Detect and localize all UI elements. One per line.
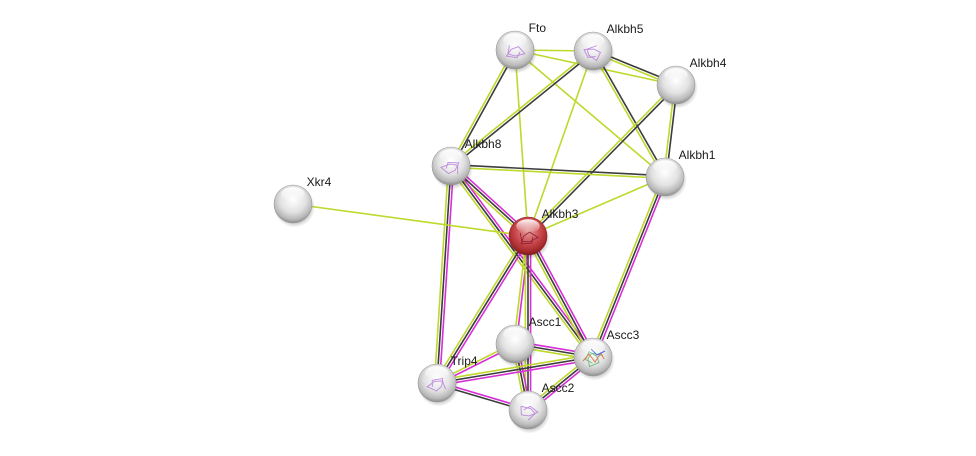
node-ascc3[interactable]: Ascc3	[573, 328, 640, 381]
node-highlight	[503, 327, 527, 341]
edge-alkbh5-alkbh1[interactable]	[591, 49, 667, 179]
node-highlight	[516, 393, 540, 407]
edge-line-experiments	[437, 358, 594, 387]
edge-line-textmining	[450, 166, 665, 180]
edge-line-textmining	[448, 167, 592, 360]
node-highlight	[503, 33, 527, 47]
node-label: Alkbh1	[679, 148, 716, 162]
edge-line-textmining	[449, 49, 593, 166]
edge-line-textmining	[527, 176, 666, 237]
node-alkbh8[interactable]: Alkbh8	[431, 137, 502, 190]
edge-line-textmining	[527, 50, 594, 237]
edge-xkr4-alkbh3[interactable]	[292, 203, 529, 237]
node-highlight	[425, 366, 449, 380]
edge-line-textmining	[436, 353, 593, 382]
edge-line-experiments	[438, 236, 531, 385]
edge-alkbh1-ascc3[interactable]	[589, 175, 669, 359]
node-alkbh1[interactable]: Alkbh1	[645, 148, 716, 201]
edge-line-experiments	[438, 166, 455, 384]
node-label: Fto	[529, 21, 547, 35]
edge-line-coexpression	[451, 51, 595, 168]
node-label: Alkbh3	[542, 207, 579, 221]
edge-line-coexpression	[436, 165, 452, 384]
edge-line-coexpression	[592, 176, 666, 358]
edge-line-coexpression	[436, 356, 594, 384]
node-alkbh3[interactable]: Alkbh3	[508, 207, 579, 260]
edge-line-textmining	[514, 49, 666, 178]
edge-line-textmining	[514, 49, 529, 237]
node-label: Alkbh8	[465, 137, 502, 151]
node-label: Trip4	[451, 354, 478, 368]
edge-line-coexpression	[593, 49, 667, 177]
edge-line-coexpression	[436, 235, 529, 384]
node-label: Ascc2	[542, 381, 575, 395]
node-trip4[interactable]: Trip4	[417, 354, 478, 407]
protein-structure-icon	[582, 352, 605, 363]
edge-line-textmining	[433, 165, 450, 383]
edge-ascc3-trip4[interactable]	[436, 353, 594, 387]
edge-line-coexpression	[528, 85, 678, 238]
edge-alkbh5-alkbh3[interactable]	[527, 50, 594, 237]
node-highlight	[581, 340, 605, 354]
protein-structure-icon	[505, 45, 526, 59]
edge-line-textmining	[449, 48, 515, 166]
node-label: Ascc1	[529, 315, 562, 329]
node-highlight	[653, 160, 677, 174]
node-alkbh4[interactable]: Alkbh4	[656, 56, 727, 109]
protein-structure-icon	[520, 405, 539, 421]
edge-line-textmining	[434, 234, 527, 383]
node-ascc2[interactable]: Ascc2	[508, 381, 575, 434]
edge-alkbh1-alkbh3[interactable]	[527, 176, 666, 237]
edge-line-coexpression	[451, 163, 666, 177]
node-label: Xkr4	[307, 175, 332, 189]
edge-line-textmining	[591, 51, 665, 179]
node-label: Ascc3	[607, 328, 640, 342]
edge-alkbh3-trip4[interactable]	[434, 234, 531, 385]
protein-structure-icon	[583, 45, 602, 62]
edge-line-textmining	[526, 83, 676, 236]
node-highlight	[281, 187, 305, 201]
node-xkr4[interactable]: Xkr4	[273, 175, 332, 228]
edge-alkbh5-alkbh8[interactable]	[449, 49, 595, 168]
node-highlight	[439, 149, 463, 163]
node-highlight	[581, 34, 605, 48]
edge-alkbh8-trip4[interactable]	[433, 165, 455, 384]
edge-line-textmining	[589, 175, 664, 357]
node-alkbh5[interactable]: Alkbh5	[573, 22, 644, 75]
node-highlight	[664, 68, 688, 82]
node-label: Alkbh4	[690, 56, 727, 70]
node-ascc1[interactable]: Ascc1	[495, 315, 562, 368]
edge-line-coexpression	[450, 165, 594, 358]
edge-alkbh8-alkbh1[interactable]	[450, 163, 666, 180]
edge-fto-alkbh1[interactable]	[514, 49, 666, 178]
edge-line-textmining	[292, 203, 529, 237]
edge-fto-alkbh3[interactable]	[514, 49, 529, 237]
edges-layer	[292, 48, 679, 413]
edge-line-experiments	[594, 177, 669, 359]
node-label: Alkbh5	[607, 22, 644, 36]
nodes-layer: Fto Alkbh5Alkbh4Alkbh8Alkbh1Xkr4Alkbh3Asc…	[273, 21, 727, 434]
node-fto[interactable]: Fto	[495, 21, 547, 74]
edge-alkbh4-alkbh3[interactable]	[526, 83, 678, 238]
node-highlight	[516, 219, 540, 233]
